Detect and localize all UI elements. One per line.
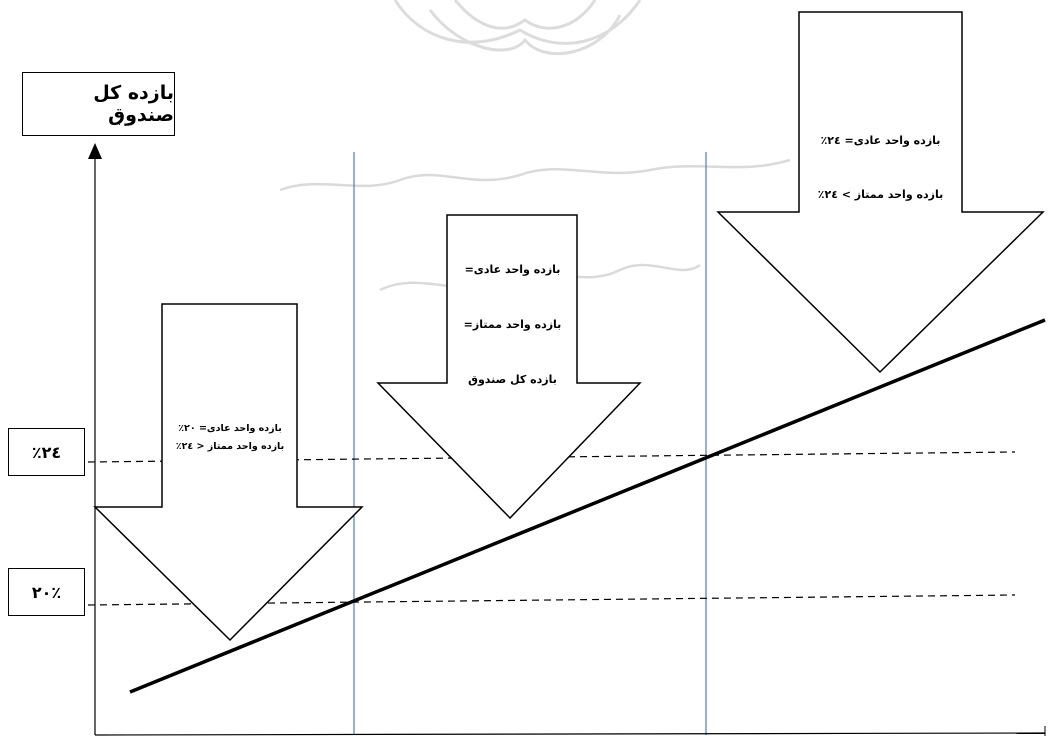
right-down-arrow <box>716 11 1045 374</box>
title-box: بازده کل صندوق <box>22 72 175 136</box>
left-down-arrow <box>93 303 364 642</box>
x-axis <box>94 732 1046 736</box>
left-arrow-line-1: بازده واحد عادی= ۲۰٪ <box>178 423 282 434</box>
title-box-dot: . <box>118 118 121 128</box>
middle-arrow-line-3: بازده کل صندوق <box>468 373 557 386</box>
level-box-20-label: ۲۰٪ <box>31 582 62 602</box>
level-line-20 <box>87 594 1016 606</box>
right-arrow-line-1: بازده واحد عادی= ۲٤٪ <box>820 134 941 147</box>
middle-arrow-line-2: بازده واحد ممتاز= <box>463 318 562 331</box>
level-line-24 <box>87 451 1016 463</box>
left-arrow-line-2: بازده واحد ممتاز < ۲٤٪ <box>175 441 285 452</box>
total-return-line <box>129 318 1046 694</box>
level-box-24: ۲٤٪ <box>8 428 85 476</box>
right-arrow-line-2: بازده واحد ممتاز > ۲٤٪ <box>817 188 944 201</box>
y-axis-arrowhead <box>88 143 102 159</box>
level-box-24-label: ۲٤٪ <box>31 442 62 462</box>
title-box-label: بازده کل صندوق <box>93 82 174 126</box>
level-box-20: ۲۰٪ <box>8 568 85 616</box>
middle-arrow-line-1: بازده واحد عادی= <box>464 263 561 276</box>
middle-down-arrow <box>376 214 642 520</box>
watermark-logo <box>393 0 642 56</box>
